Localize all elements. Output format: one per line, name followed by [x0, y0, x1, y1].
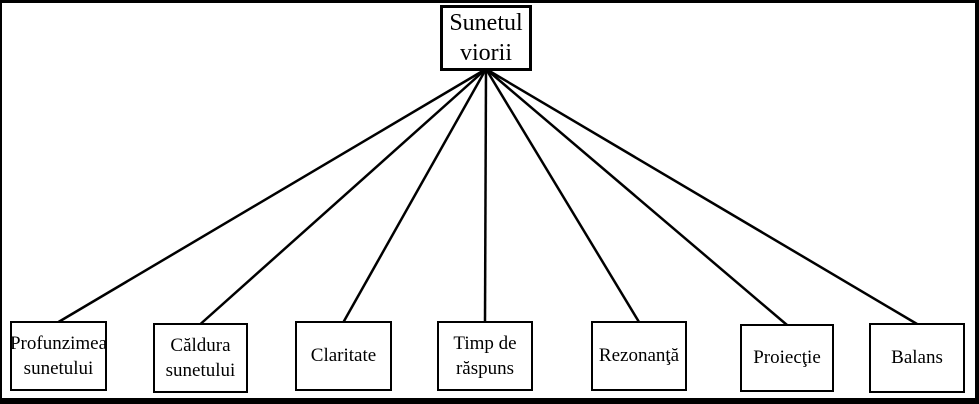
- diagram-node-label: Balans: [891, 347, 943, 369]
- diagram-node-label: Claritate: [310, 345, 377, 367]
- diagram-node-label: Timp de răspuns: [453, 332, 517, 379]
- diagram-node-root: Sunetul viorii: [440, 5, 532, 71]
- diagram-node-timp-de-raspuns: Timp de răspuns: [437, 321, 533, 391]
- diagram-node-label: Căldura sunetului: [165, 334, 236, 381]
- diagram-node-balans: Balans: [869, 323, 965, 393]
- diagram-node-label: Proiecţie: [753, 347, 821, 369]
- diagram-node-proiectie: Proiecţie: [740, 324, 834, 392]
- diagram-node-rezonanta: Rezonanţă: [591, 321, 687, 391]
- diagram-node-caldura-sunetului: Căldura sunetului: [153, 323, 248, 393]
- diagram-node-root-label: Sunetul viorii: [449, 10, 523, 66]
- diagram-node-profunzimea-sunetului: Profunzimea sunetului: [10, 321, 107, 391]
- diagram-node-label: Rezonanţă: [598, 345, 680, 367]
- diagram-node-claritate: Claritate: [295, 321, 392, 391]
- diagram-node-label: Profunzimea sunetului: [9, 332, 108, 379]
